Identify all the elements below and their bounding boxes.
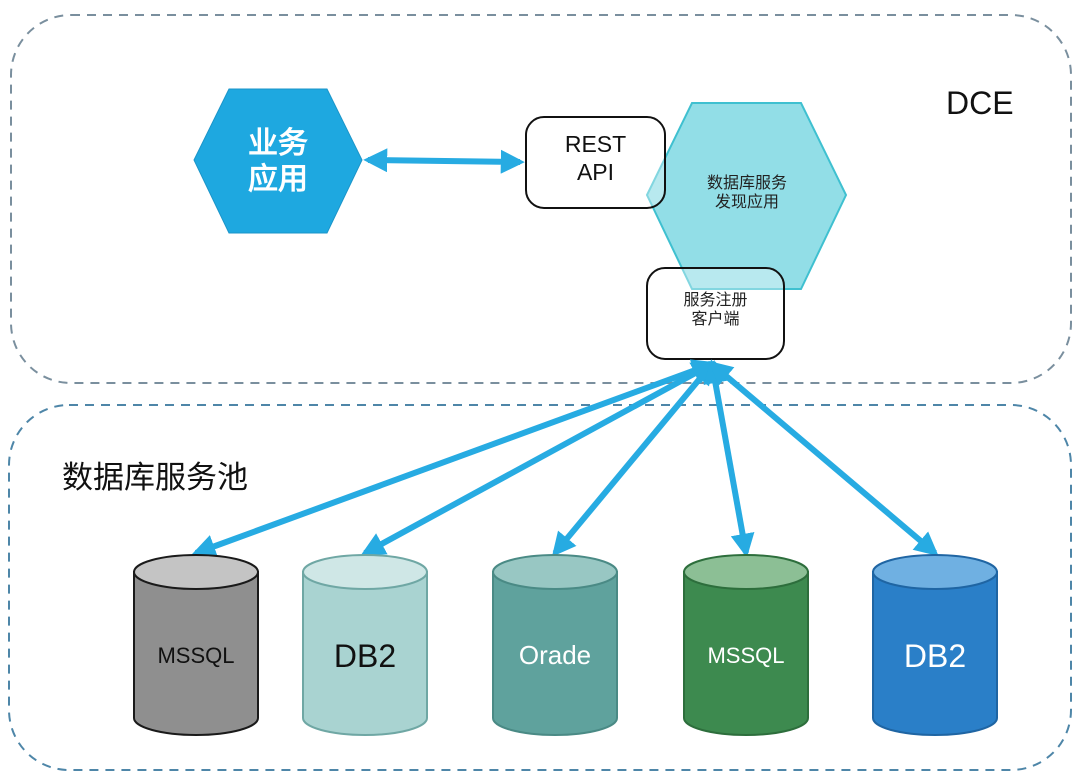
dce-label: DCE — [946, 85, 1014, 121]
business-app-hexagon[interactable] — [193, 88, 363, 234]
registry-client-label: 服务注册 客户端 — [683, 290, 748, 329]
database-label: DB2 — [333, 637, 397, 674]
pool-label: 数据库服务池 — [62, 460, 248, 496]
arrow-registry-database — [360, 361, 717, 556]
discovery-app-hexagon[interactable] — [645, 102, 848, 290]
cylinder-top — [492, 554, 618, 590]
discovery-app-label: 数据库服务 发现应用 — [706, 173, 787, 212]
database-label: MSSQL — [707, 642, 785, 668]
arrow-registry-database — [551, 360, 716, 557]
database-label: Orade — [518, 640, 592, 671]
database-cylinder[interactable] — [133, 554, 259, 736]
database-cylinder[interactable] — [492, 554, 618, 736]
cylinder-body — [302, 571, 428, 736]
cylinder-top — [872, 554, 998, 590]
database-label: DB2 — [903, 637, 967, 674]
business-app-label: 业务 应用 — [248, 126, 308, 197]
database-cylinder[interactable] — [302, 554, 428, 736]
database-cylinder[interactable] — [683, 554, 809, 736]
cylinder-top — [683, 554, 809, 590]
arrow-registry-database — [708, 360, 939, 557]
cylinder-top — [302, 554, 428, 590]
cylinder-body — [492, 571, 618, 736]
registry-client-box[interactable] — [646, 267, 785, 360]
rest-api-box[interactable] — [525, 116, 666, 209]
database-label: MSSQL — [157, 642, 235, 668]
cylinder-top — [133, 554, 259, 590]
cylinder-body — [872, 571, 998, 736]
database-cylinder[interactable] — [872, 554, 998, 736]
cylinder-body — [683, 571, 809, 736]
cylinder-body — [133, 571, 259, 736]
rest-api-label: REST API — [564, 131, 627, 185]
arrow-business-rest — [363, 148, 525, 174]
